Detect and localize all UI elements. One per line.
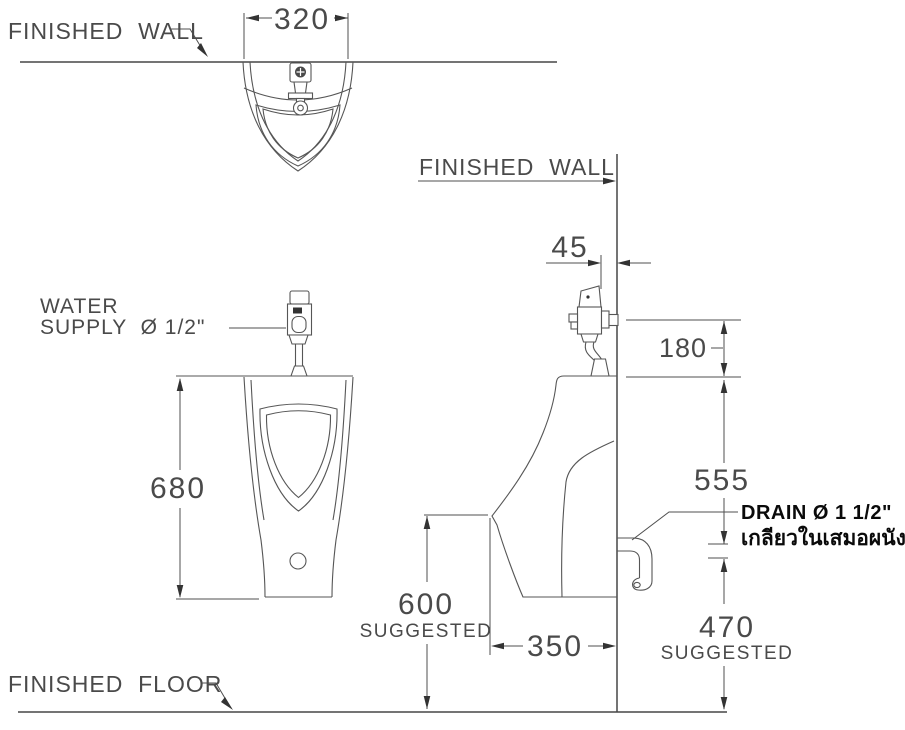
arrowhead [588, 259, 601, 267]
arrowhead [720, 531, 728, 544]
flush-valve-front [286, 290, 313, 377]
drain-pipe [617, 537, 653, 591]
arrowhead [720, 697, 728, 710]
urinal-front-inner-edges [250, 379, 347, 521]
urinal-plan-outer [242, 61, 354, 172]
arrowhead [176, 585, 184, 598]
water-supply-label-line1: WATER [40, 295, 119, 318]
urinal-side-inner-curve [561, 440, 615, 598]
arrowhead [491, 642, 504, 650]
arrowhead [246, 14, 259, 22]
arrowhead [423, 696, 431, 709]
wall-leader-line [171, 28, 205, 53]
urinal-plan-bowl-inner [262, 108, 334, 159]
drain-leader-line [631, 511, 738, 541]
finished-wall-top-label: FINISHED WALL [8, 18, 204, 44]
valve-drop-extension-lines [626, 319, 741, 378]
top-view [20, 13, 557, 172]
rim-height-dim-text: 600 [398, 588, 454, 621]
front-view [176, 290, 354, 600]
floor [18, 682, 727, 713]
urinal-front-right-edge [331, 376, 354, 598]
arrowhead [720, 321, 728, 334]
width-dim-text: 320 [274, 3, 330, 36]
leader-arrowhead [603, 177, 616, 185]
urinal-front-drain-hole [289, 552, 307, 570]
valve-offset-dim-text: 45 [551, 231, 588, 264]
arrowhead [720, 363, 728, 376]
leader-arrowhead [221, 697, 233, 710]
drain-height-dim-text: 470 [699, 611, 755, 644]
width-extension-lines [243, 13, 349, 59]
urinal-front-bowl-inner [265, 410, 332, 499]
height-dim-text: 680 [150, 472, 206, 505]
arrowhead [617, 259, 630, 267]
urinal-front-bowl-outer [259, 403, 338, 512]
depth-dim-text: 350 [527, 630, 583, 663]
drain-height-note-text: SUGGESTED [661, 643, 794, 664]
urinal-side-outline [491, 375, 617, 598]
side-view [418, 154, 741, 712]
flush-valve-plan [287, 62, 314, 116]
urinal-front-left-edge [243, 376, 266, 598]
flush-valve-side [568, 285, 619, 377]
arrowhead [720, 380, 728, 393]
finished-floor-label: FINISHED FLOOR [8, 671, 222, 697]
drain-label-th: เกลียวในเสมอผนัง [741, 525, 905, 550]
arrowhead [423, 516, 431, 529]
water-supply-label-line2: SUPPLY Ø 1/2" [40, 316, 205, 339]
leader-arrowhead [197, 43, 208, 57]
rim-to-drain-dim-text: 555 [694, 464, 750, 497]
arrowhead [176, 378, 184, 391]
arrowhead [720, 559, 728, 572]
valve-drop-dim-text: 180 [659, 333, 707, 363]
drain-center-extension-ticks [708, 543, 728, 559]
arrowhead [335, 14, 348, 22]
urinal-plan-inner [249, 61, 347, 162]
finished-wall-side-label: FINISHED WALL [419, 154, 615, 180]
drain-label-en: DRAIN Ø 1 1/2" [741, 502, 892, 524]
arrowhead [603, 642, 616, 650]
rim-height-note-text: SUGGESTED [360, 621, 493, 642]
